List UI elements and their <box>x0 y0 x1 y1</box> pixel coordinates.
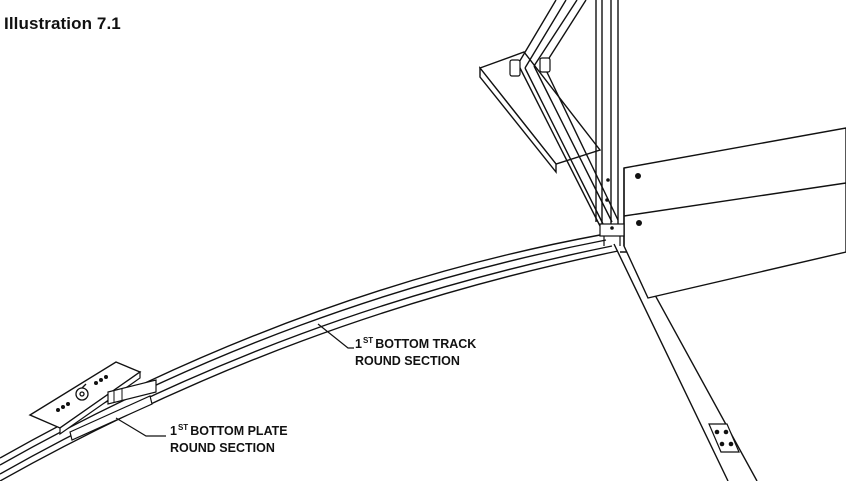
callout-bottom-track-label: BOTTOM TRACK <box>375 337 477 351</box>
frame-profile-bottom <box>599 223 625 246</box>
callout-leaders <box>115 323 354 437</box>
callout-bottom-plate-label: BOTTOM PLATE <box>190 424 288 438</box>
bottom-plate-holes <box>56 375 108 412</box>
callout-bottom-track-ordinal-suffix: ST <box>362 336 374 345</box>
callout-bottom-track-line2: ROUND SECTION <box>355 354 460 368</box>
bottom-track-curve <box>0 234 619 481</box>
wall-panel-screws <box>635 173 642 226</box>
frame-screws <box>605 178 614 230</box>
bottom-plate <box>28 361 157 441</box>
floor-bracket <box>708 423 740 453</box>
wall-panel <box>623 127 846 299</box>
frame-clip-top <box>509 57 551 77</box>
callout-bottom-plate-line2: ROUND SECTION <box>170 441 275 455</box>
frame-profiles <box>517 0 625 246</box>
illustration-title: Illustration 7.1 <box>4 14 121 33</box>
callout-bottom-track-ordinal: 1 <box>355 337 362 351</box>
bottom-plate-slot-icon <box>75 383 89 401</box>
callout-bottom-plate-ordinal: 1 <box>170 424 177 438</box>
callout-bottom-plate-ordinal-suffix: ST <box>177 423 189 432</box>
